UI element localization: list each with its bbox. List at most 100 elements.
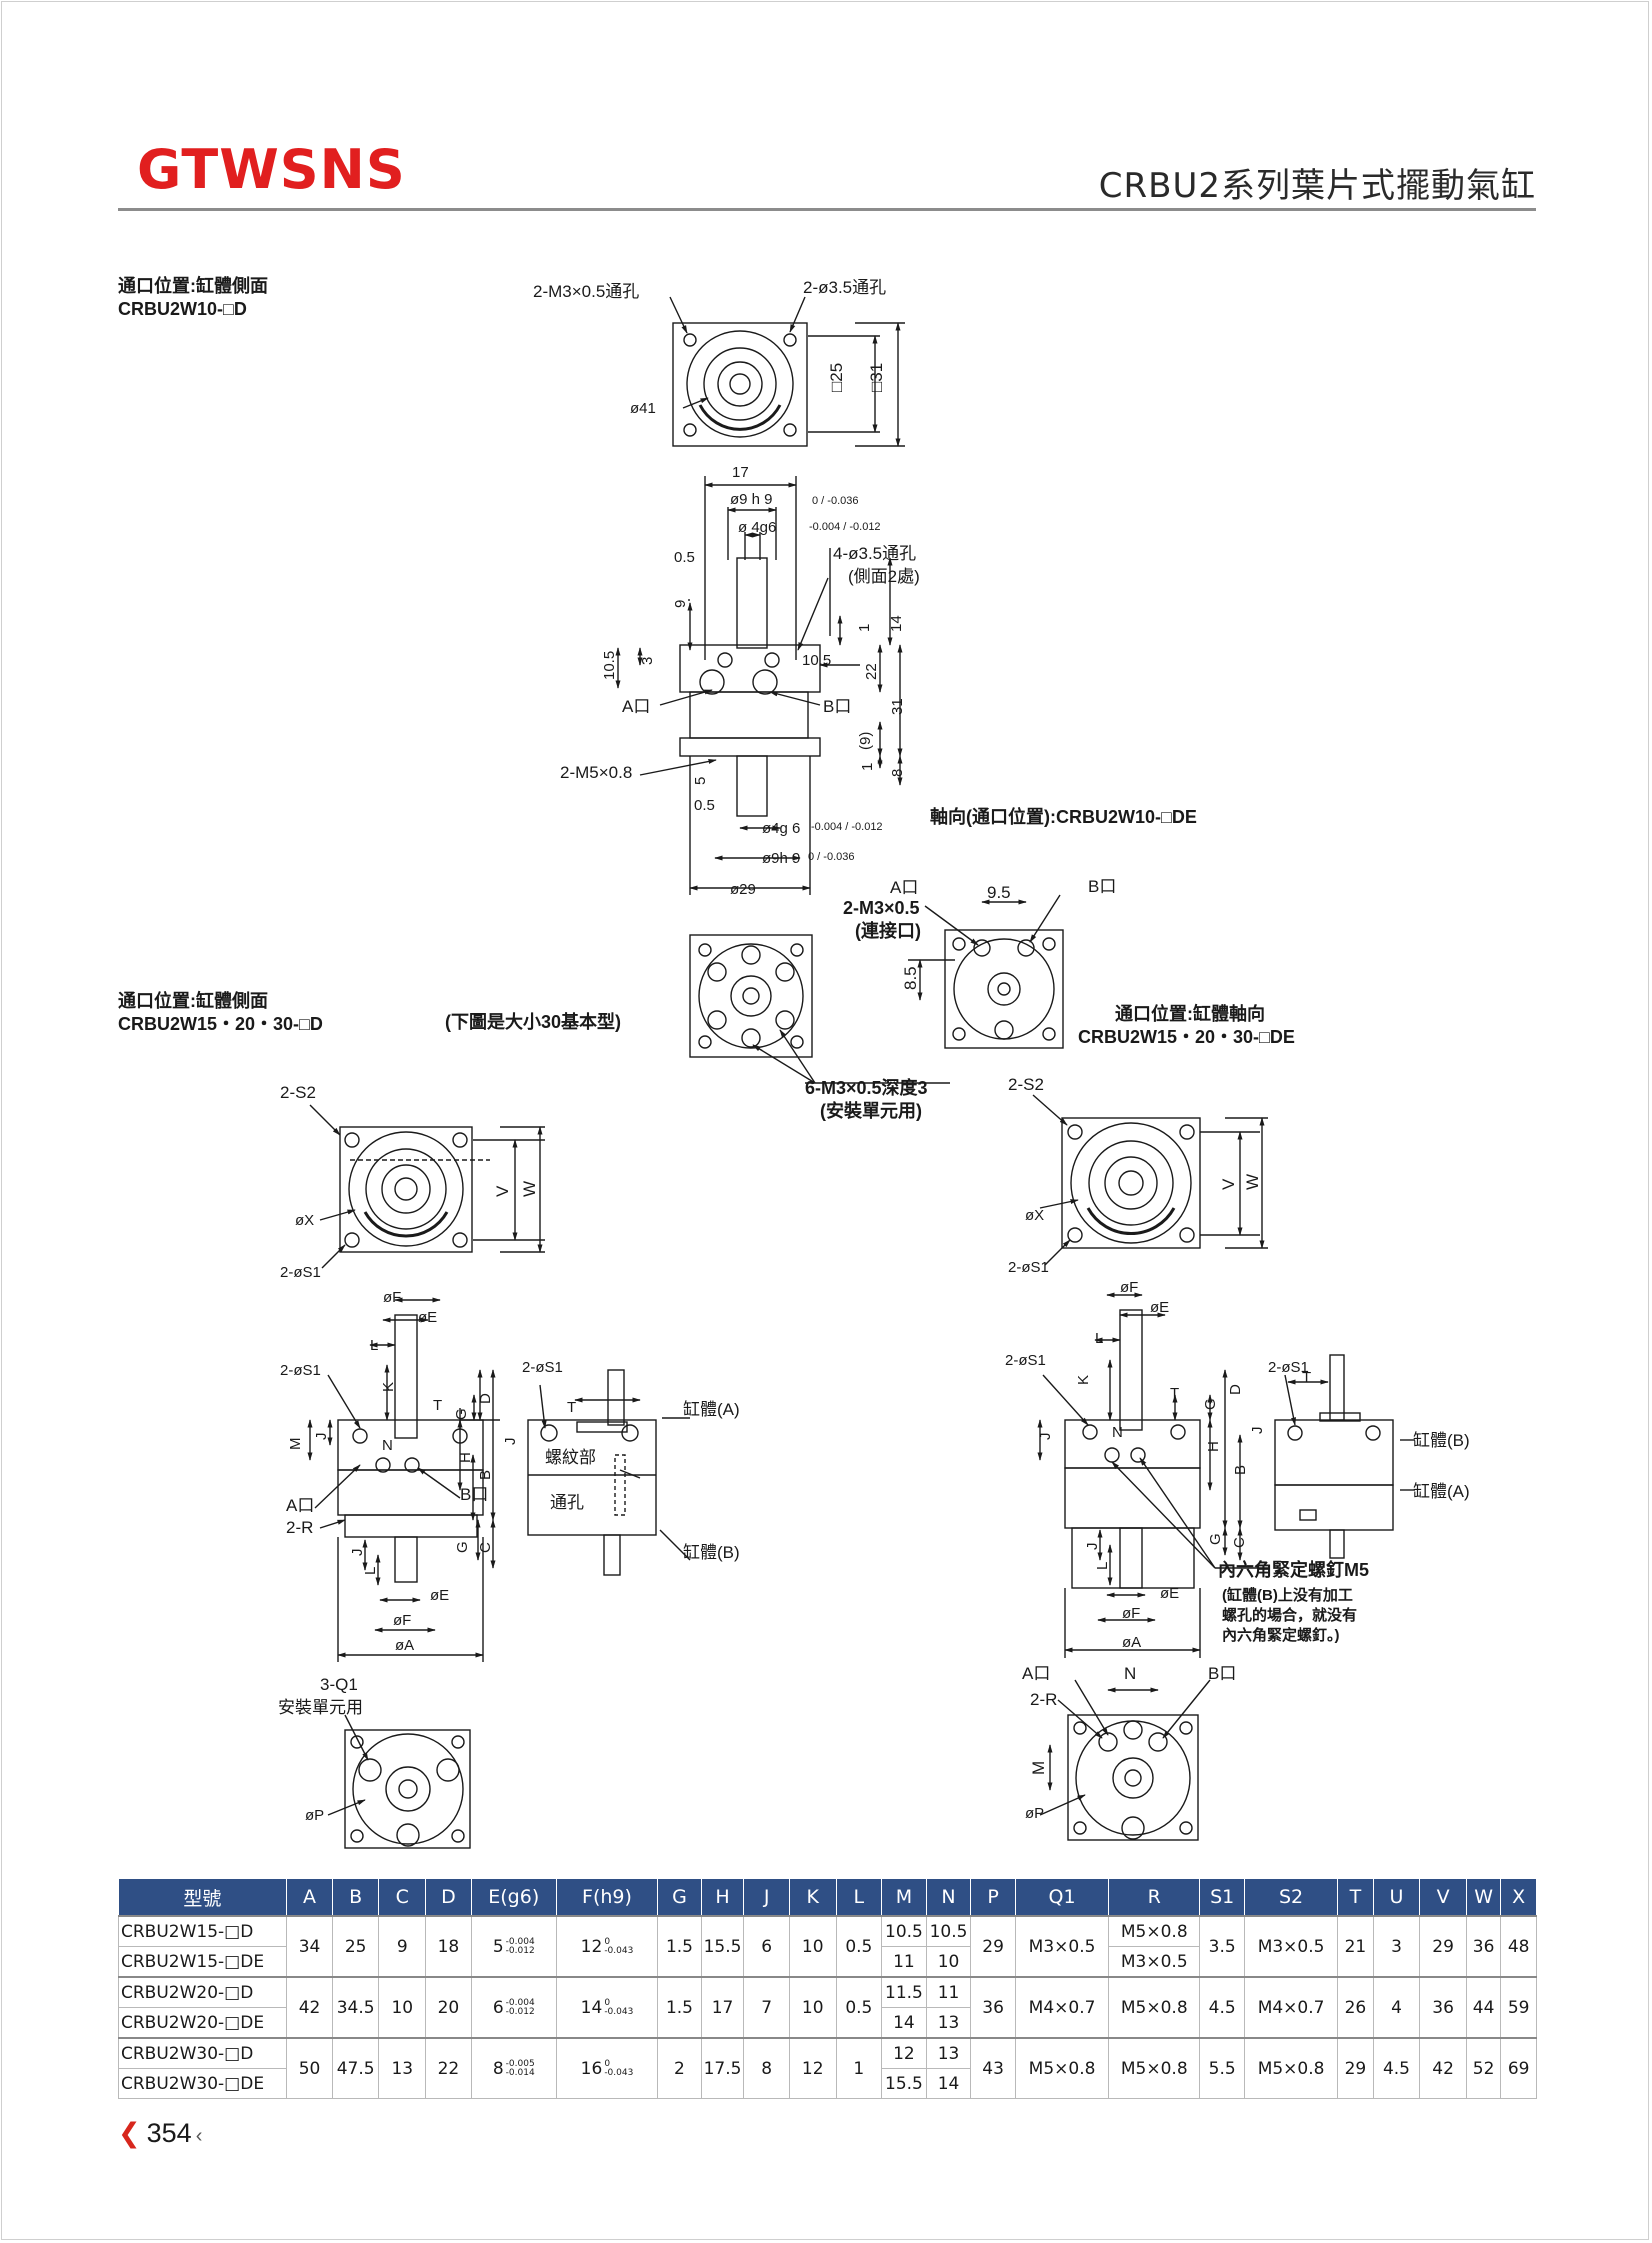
w10-phi9h-b: ø9h 9: [762, 850, 800, 867]
th-g: G: [657, 1879, 702, 1916]
w10-phi4g-b: ø4g 6: [762, 820, 800, 837]
label-hex-note-3: 內六角緊定螺釘。): [1222, 1626, 1340, 1644]
cell-n: 10.5: [925, 1915, 972, 1947]
w30-base-view: [689, 934, 950, 1084]
cell-e: 6-0.004-0.012: [470, 1976, 557, 2039]
cell-p: 43: [970, 2037, 1016, 2099]
th-c: C: [378, 1879, 427, 1916]
th-j: J: [743, 1879, 790, 1916]
cell-s2: M3×0.5: [1243, 1915, 1339, 1978]
label-thread: 螺紋部: [545, 1448, 596, 1467]
label-n-left: N: [382, 1437, 393, 1454]
label-b-right: B: [1232, 1465, 1249, 1475]
label-body-a-left: 缸體(A): [683, 1399, 740, 1419]
cell-j: 7: [743, 1976, 790, 2039]
cell-l: 0.5: [835, 1915, 883, 1978]
label-phip-left: øP: [305, 1807, 324, 1824]
cell-j: 6: [743, 1915, 790, 1978]
table-row: CRBU2W20-□DE 14 13: [117, 2007, 1537, 2039]
cell-e: 8-0.005-0.014: [470, 2037, 557, 2099]
label-j-left: J: [313, 1433, 330, 1441]
label-port-b-bottom: B口: [1208, 1664, 1236, 1683]
th-n: N: [926, 1879, 972, 1916]
cell-s2: M5×0.8: [1243, 2037, 1339, 2099]
cell-l: 0.5: [835, 1976, 883, 2039]
label-phif-left-b: øF: [393, 1612, 411, 1629]
label-g-right: G: [1202, 1398, 1219, 1410]
label-j-right-section: J: [1249, 1427, 1266, 1435]
label-port-a-bottom: A口: [1022, 1664, 1050, 1683]
w15-mount-view-left: [327, 1714, 471, 1849]
table-row: CRBU2W30-□D 50 47.5 13 22 8-0.005-0.014 …: [117, 2037, 1537, 2099]
w10-d9p: (9): [857, 732, 874, 750]
cell-p: 29: [970, 1915, 1016, 1978]
th-d: D: [425, 1879, 472, 1916]
w15-mount-view-right: [1039, 1679, 1211, 1841]
cell-g: 1.5: [657, 1915, 702, 1978]
cell-r: M5×0.8: [1108, 2037, 1201, 2099]
cell-x: 59: [1500, 1976, 1537, 2039]
label-phie-right: øE: [1150, 1299, 1169, 1316]
cell-h: 15.5: [700, 1915, 745, 1978]
label-d-right: D: [1227, 1384, 1244, 1395]
th-p: P: [970, 1879, 1016, 1916]
cell-g: 1.5: [657, 1976, 702, 2039]
w10-d1: 1: [856, 624, 873, 632]
th-k: K: [789, 1879, 837, 1916]
label-g-left: G: [453, 1408, 470, 1420]
th-t: T: [1337, 1879, 1374, 1916]
table-header-row: 型號 A B C D E(g6) F(h9) G H J K L M N P Q…: [118, 1879, 1537, 1916]
cell-n: 13: [925, 2007, 972, 2039]
w10-phi4g6: ø 4g6: [738, 519, 776, 536]
w10-d8: 8: [889, 769, 906, 777]
label-c-right: C: [1231, 1537, 1248, 1548]
label-n-right: N: [1112, 1424, 1123, 1441]
w10-m5: 2-M5×0.8: [560, 763, 632, 782]
axial-connect: (連接口): [855, 920, 921, 941]
label-phia-left: øA: [395, 1637, 414, 1654]
label-phis1-section: 2-øS1: [522, 1359, 563, 1376]
th-b: B: [332, 1879, 380, 1916]
w30-mount-holes: 6-M3×0.5深度3: [805, 1077, 928, 1098]
label-h-left: H: [457, 1452, 474, 1463]
cell-n: 10: [925, 1946, 972, 1978]
cell-e-value: 8: [492, 2058, 504, 2079]
tol-lo: -0.014: [505, 2067, 535, 2078]
label-v-left: V: [493, 1185, 512, 1197]
axial-w15-title: 通口位置:缸體軸向: [1115, 1003, 1265, 1024]
cell-c: 10: [378, 1976, 427, 2039]
chevron-left-small-icon: ‹: [195, 2125, 203, 2147]
page-number-value: 354: [146, 2118, 192, 2148]
axial-d85: 8.5: [901, 966, 920, 990]
cell-b: 25: [331, 1915, 380, 1978]
cell-w: 36: [1465, 1915, 1502, 1978]
label-m-left: M: [287, 1438, 304, 1451]
w10-d22: 22: [863, 663, 880, 680]
label-body-b-right: 缸體(B): [1413, 1430, 1470, 1450]
cell-c: 9: [378, 1915, 427, 1978]
th-model: 型號: [118, 1879, 288, 1916]
label-r-left: 2-R: [286, 1518, 313, 1537]
th-s2: S2: [1244, 1879, 1339, 1916]
cell-k: 10: [788, 1915, 837, 1978]
cell-d: 22: [425, 2037, 472, 2099]
cell-e-tol: -0.005-0.014: [505, 2058, 535, 2078]
w10-side-holes: 4-ø3.5通孔: [833, 544, 916, 563]
cell-s2: M4×0.7: [1243, 1976, 1339, 2039]
tol-hi: -0.005: [505, 2058, 535, 2069]
cell-m: 14: [881, 2007, 927, 2039]
label-hex-note-2: 螺孔的場合，就没有: [1222, 1606, 1357, 1624]
cell-q1: M3×0.5: [1014, 1915, 1110, 1978]
cell-m: 11.5: [881, 1976, 927, 2008]
label-v-right: V: [1219, 1178, 1238, 1190]
label-l-right: L: [1095, 1330, 1103, 1347]
th-h: H: [701, 1879, 745, 1916]
cell-g: 2: [657, 2037, 702, 2099]
label-phie-left: øE: [418, 1309, 437, 1326]
w15-side-view-right: [1037, 1292, 1270, 1658]
axial-w15-model: CRBU2W15・20・30-□DE: [1078, 1027, 1295, 1047]
w10-top-view: [669, 296, 905, 447]
w30-mount-note: (安裝單元用): [820, 1100, 922, 1121]
dimension-table: 型號 A B C D E(g6) F(h9) G H J K L M N P Q…: [117, 1879, 1537, 2099]
